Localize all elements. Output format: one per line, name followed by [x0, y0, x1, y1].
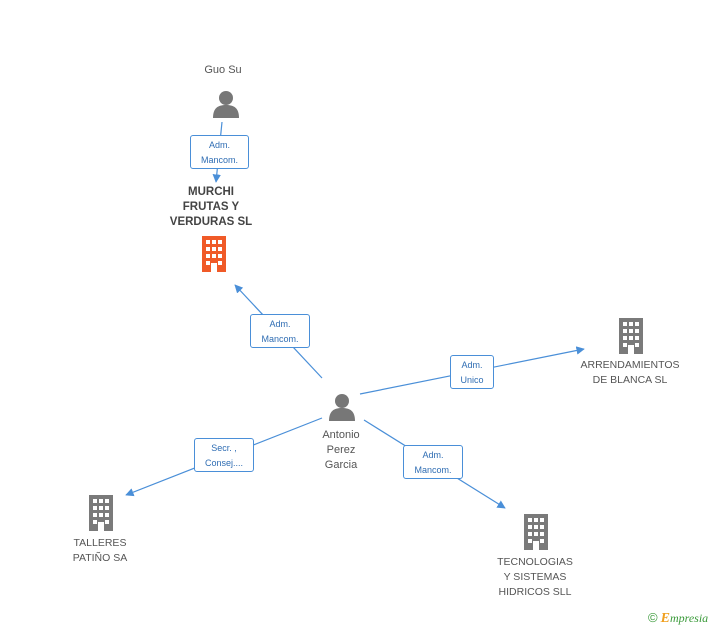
murchi-name-line: VERDURAS SL: [169, 216, 253, 228]
person-icon[interactable]: [327, 392, 357, 422]
edge-label-line: Adm.: [461, 360, 483, 370]
antonio-name[interactable]: Antonio Perez Garcia: [300, 428, 382, 473]
person-icon[interactable]: [211, 89, 241, 119]
talleres-name[interactable]: TALLERES PATIÑO SA: [55, 536, 145, 566]
tecnologias-name[interactable]: TECNOLOGIAS Y SISTEMAS HIDRICOS SLL: [480, 555, 590, 600]
antonio-name-line: Perez: [326, 444, 356, 456]
murchi-name-line: MURCHI: [188, 186, 234, 198]
tecnologias-name-line: HIDRICOS SLL: [498, 586, 572, 598]
murchi-name-line: FRUTAS Y: [182, 201, 240, 213]
talleres-name-line: TALLERES: [73, 537, 127, 549]
building-icon[interactable]: [86, 495, 116, 531]
arrendamientos-name-line: DE BLANCA SL: [592, 374, 668, 386]
murchi-name[interactable]: MURCHI FRUTAS Y VERDURAS SL: [160, 185, 262, 230]
edge-label-line: Consej....: [204, 458, 244, 468]
antonio-name-line: Antonio: [322, 429, 360, 441]
building-icon[interactable]: [616, 318, 646, 354]
edge-label-line: Adm.: [269, 319, 291, 329]
arrendamientos-name-line: ARRENDAMIENTOS: [580, 359, 680, 371]
edge-label-antonio-tecnologias[interactable]: Adm. Mancom.: [403, 445, 463, 479]
tecnologias-name-line: TECNOLOGIAS: [497, 556, 573, 568]
talleres-name-line: PATIÑO SA: [72, 552, 128, 564]
edge-label-line: Mancom.: [200, 155, 238, 165]
arrendamientos-name[interactable]: ARRENDAMIENTOS DE BLANCA SL: [570, 358, 690, 388]
brand-footer[interactable]: ©Empresia: [648, 610, 708, 628]
edge-label-line: Mancom.: [414, 465, 452, 475]
edge-label-antonio-murchi[interactable]: Adm. Mancom.: [250, 314, 310, 348]
edge-label-antonio-talleres[interactable]: Secr. , Consej....: [194, 438, 254, 472]
building-icon[interactable]: [199, 236, 229, 272]
brand-logo-initial: E: [660, 611, 670, 626]
edge-label-guo-murchi[interactable]: Adm. Mancom.: [190, 135, 249, 169]
edge-label-antonio-arrendamientos[interactable]: Adm. Unico: [450, 355, 494, 389]
edge-label-line: Secr. ,: [211, 443, 237, 453]
tecnologias-name-line: Y SISTEMAS: [503, 571, 567, 583]
antonio-name-line: Garcia: [324, 459, 358, 471]
edge-label-line: Adm.: [422, 450, 444, 460]
edge-label-line: Mancom.: [261, 334, 299, 344]
building-icon[interactable]: [521, 514, 551, 550]
edge-label-line: Unico: [460, 375, 484, 385]
copyright-icon: ©: [648, 610, 658, 625]
brand-logo-text: mpresia: [669, 611, 709, 625]
guo-su-name: Guo Su: [204, 64, 242, 76]
edge-label-line: Adm.: [208, 140, 230, 150]
